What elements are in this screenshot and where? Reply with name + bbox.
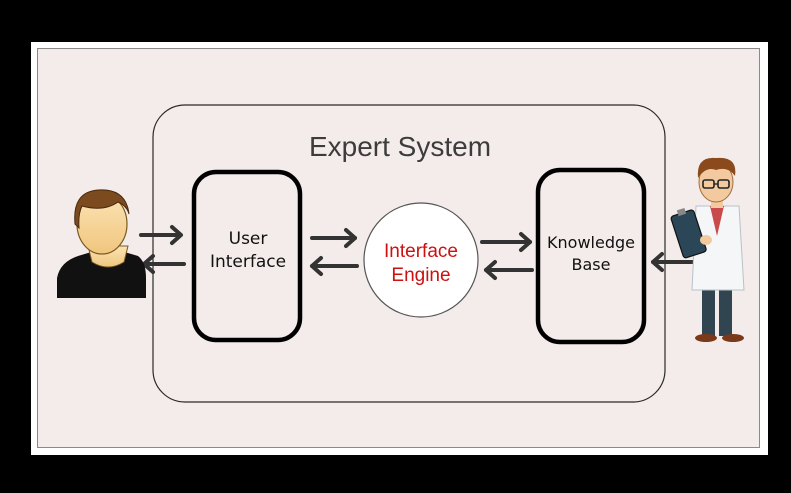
inference-engine-label-line2: Engine <box>391 264 451 286</box>
doctor-expert-icon <box>670 157 745 342</box>
arrow-engine-to-kb <box>480 232 532 252</box>
knowledge-base-label-line1: Knowledge <box>547 233 635 252</box>
user-interface-box <box>191 169 303 343</box>
expert-system-title: Expert System <box>308 131 492 162</box>
arrow-kb-to-engine <box>484 260 534 280</box>
knowledge-base-label: Knowledge Base <box>538 232 644 275</box>
user-interface-label-line1: User <box>228 229 268 249</box>
user-interface-label: User Interface <box>196 228 300 274</box>
expert-system-container <box>152 104 666 403</box>
user-interface-label-line2: Interface <box>209 251 287 272</box>
inference-engine-circle <box>363 202 479 318</box>
knowledge-base-box <box>535 167 647 345</box>
knowledge-base-label-line2: Base <box>571 254 611 274</box>
inference-engine-label-line1: Interface <box>384 241 458 262</box>
arrow-engine-to-ui <box>310 256 359 276</box>
arrow-ui-to-engine <box>310 228 357 248</box>
inference-engine-label: Interface Engine <box>362 240 480 288</box>
arrow-ui-to-user <box>142 254 186 274</box>
arrow-expert-to-kb <box>651 252 696 272</box>
arrow-user-to-ui <box>139 225 183 245</box>
user-person-icon <box>57 189 146 298</box>
